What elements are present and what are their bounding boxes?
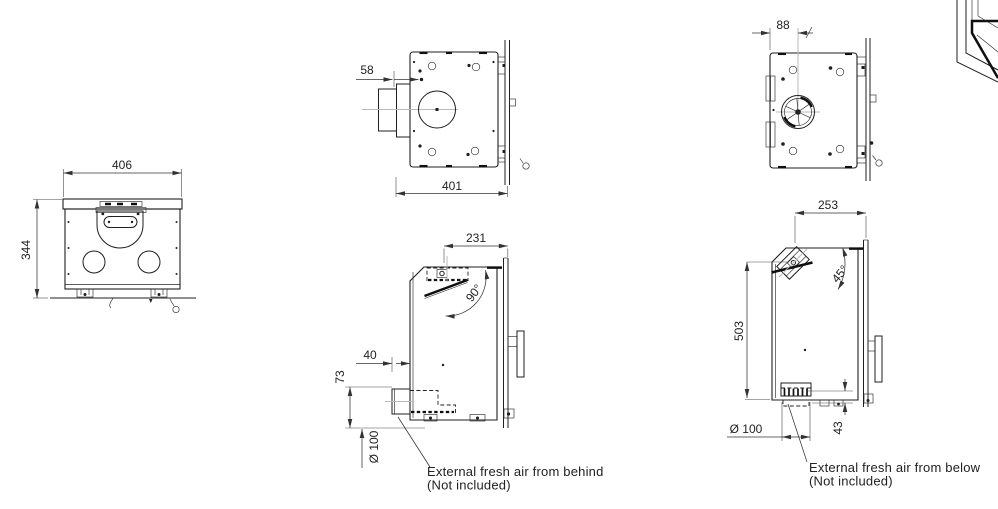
dim-side-rear-angle: 90° (463, 281, 485, 304)
dim-side-rear-top: 231 (466, 231, 486, 245)
top-view-bottom-outlet: 88 (752, 18, 883, 181)
leader-line (787, 403, 808, 463)
rear-view: 406 344 (19, 158, 196, 314)
dim-top-rear-offset: 58 (360, 63, 374, 77)
foot-left (76, 288, 94, 298)
damper-flap (771, 261, 813, 274)
dim-side-rear-diameter: Ø 100 (367, 430, 381, 463)
side-view-rear-air: 90° 231 40 73 Ø 100 External f (333, 231, 604, 493)
body-outline (769, 52, 858, 169)
door-handle (516, 330, 525, 378)
note-rear-air-line1: External fresh air from behind (427, 464, 604, 479)
bottom-outlet-top-view (781, 95, 815, 129)
dim-side-below-angle: 45° (829, 262, 852, 285)
damper-handle (103, 216, 138, 228)
note-below-air-line2: (Not included) (809, 474, 893, 489)
dim-side-rear-height: 73 (333, 370, 347, 384)
hidden-duct (410, 390, 456, 413)
corner-fragment (956, 0, 998, 83)
side-view-bottom-air: 45° 253 503 43 (727, 198, 981, 489)
bottom-air-spigot (780, 382, 812, 397)
note-below-air-line1: External fresh air from below (809, 460, 981, 475)
dim-top-below-offset: 88 (776, 18, 790, 32)
damper-housing (96, 210, 144, 249)
dim-side-below-diameter: Ø 100 (730, 422, 763, 436)
top-view-rear-outlet: 58 401 (356, 40, 530, 197)
angle-arc-90 (445, 270, 490, 319)
dim-side-below-top: 253 (818, 198, 838, 212)
dim-rear-height: 344 (19, 240, 33, 260)
note-rear-air-line2: (Not included) (427, 478, 511, 493)
dim-rear-width: 406 (112, 158, 132, 172)
door-handle (874, 335, 883, 383)
rear-panel (64, 208, 181, 290)
hook-detail (172, 305, 180, 314)
cord-detail (109, 297, 114, 309)
dim-side-rear-inset: 40 (363, 348, 377, 362)
damper-flap (424, 278, 468, 298)
air-hole-left (82, 250, 106, 274)
foot-right (150, 288, 168, 298)
spigot-plate (396, 83, 410, 138)
dim-side-below-bottom: 43 (831, 421, 845, 435)
air-hole-right (137, 250, 161, 274)
body-outline (409, 266, 498, 421)
floor-duct-flange (782, 400, 810, 407)
angle-arc-45 (837, 247, 848, 290)
dim-top-rear-depth: 401 (442, 179, 462, 193)
dim-side-below-height: 503 (732, 321, 746, 341)
leader-line (397, 416, 431, 468)
flue-collar-top (418, 90, 456, 129)
